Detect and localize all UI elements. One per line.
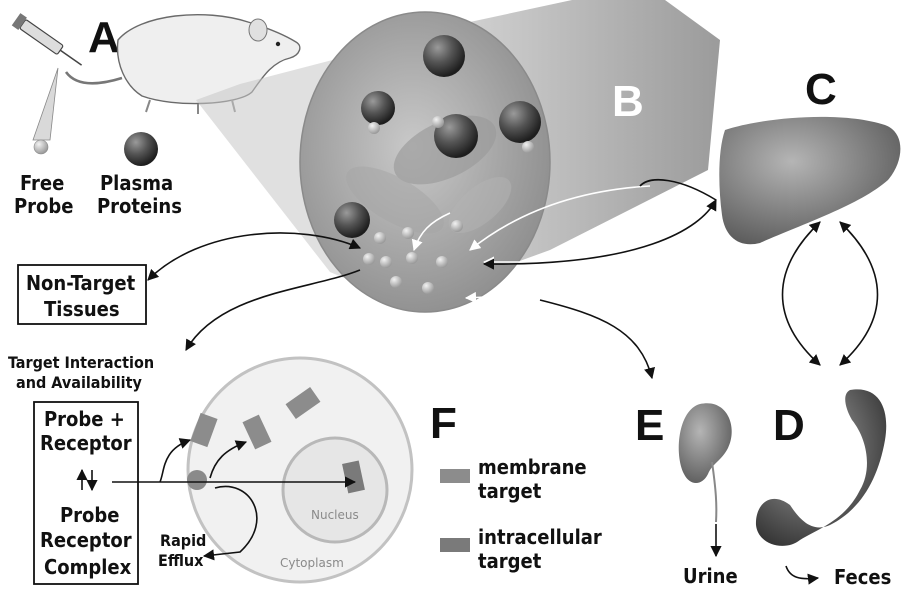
nucleus-label: Nucleus — [311, 508, 359, 522]
panel-e-label: E — [635, 401, 664, 450]
complex-label-1: Probe — [60, 503, 120, 527]
efflux-label: Efflux — [158, 551, 204, 570]
panel-a-label: A — [88, 13, 120, 62]
non-target-label-1: Non-Target — [26, 271, 136, 295]
panel-d-label: D — [773, 401, 805, 450]
complex-label-2: Receptor — [40, 528, 132, 552]
free-probe-sphere — [34, 140, 48, 154]
cytoplasm-label: Cytoplasm — [280, 556, 344, 570]
feces-label: Feces — [834, 565, 891, 589]
kidney-illustration — [679, 403, 732, 483]
target-interaction-label-2: and Availability — [16, 373, 142, 392]
probe-receptor-label-1: Probe + — [44, 407, 125, 431]
non-target-label-2: Tissues — [44, 297, 120, 321]
probe-receptor-label-2: Receptor — [40, 431, 132, 455]
target-interaction-label-1: Target Interaction — [8, 353, 154, 372]
syringe-icon — [12, 13, 86, 71]
panel-f-label: F — [430, 399, 457, 448]
urine-label: Urine — [683, 564, 738, 588]
panel-c-label: C — [805, 65, 837, 114]
plasma-proteins-label-2: Proteins — [97, 194, 182, 218]
rapid-label: Rapid — [160, 531, 206, 550]
panel-b-label: B — [612, 77, 644, 126]
membrane-legend-label-2: target — [478, 479, 542, 503]
receptor-marker — [187, 470, 207, 490]
probe-cone-shape — [33, 68, 58, 140]
complex-label-3: Complex — [44, 555, 132, 579]
nucleus-illustration — [283, 438, 387, 542]
free-probe-label-2: Probe — [14, 194, 74, 218]
intracellular-legend-swatch — [440, 538, 470, 552]
free-probe-label-1: Free — [20, 171, 64, 195]
plasma-proteins-label-1: Plasma — [100, 171, 173, 195]
membrane-legend-swatch — [440, 469, 470, 483]
intracellular-legend-label-1: intracellular — [478, 525, 602, 549]
plasma-protein-sphere — [124, 132, 158, 166]
membrane-legend-label-1: membrane — [478, 455, 587, 479]
liver-illustration — [719, 117, 900, 244]
intracellular-legend-label-2: target — [478, 549, 542, 573]
